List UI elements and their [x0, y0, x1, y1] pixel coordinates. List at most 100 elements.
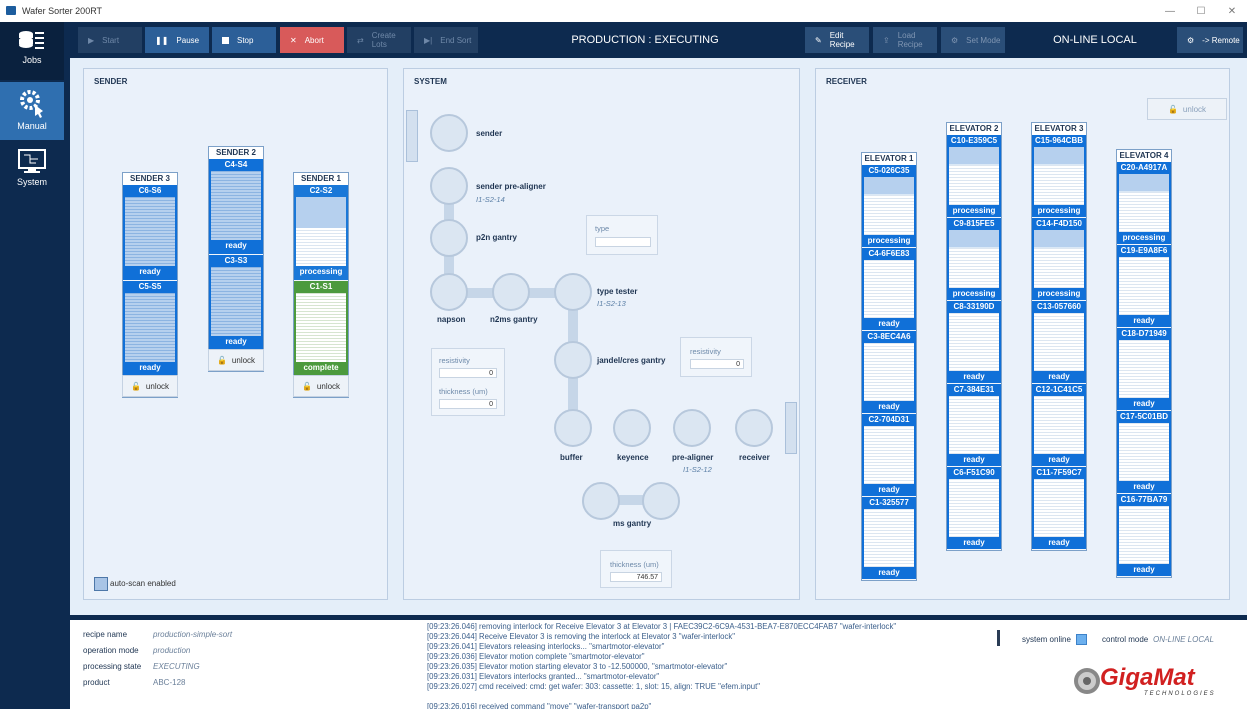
ms-thickness-box: thickness (um) 746.57 — [600, 550, 672, 588]
type-tester-label: type tester — [597, 287, 638, 296]
maximize-button[interactable]: ☐ — [1196, 5, 1206, 17]
load-recipe-button[interactable]: ⇪Load Recipe — [873, 27, 937, 53]
set-mode-button[interactable]: ⚙Set Mode — [941, 27, 1005, 53]
receiver-node[interactable] — [735, 409, 773, 447]
sender-3-name: SENDER 3 — [123, 173, 177, 185]
cassette-slot[interactable]: C6-S6 ready — [123, 185, 177, 280]
system-online-label: system online — [1022, 635, 1071, 644]
start-button[interactable]: ▶Start — [78, 27, 142, 53]
sender-1-unlock-button[interactable]: 🔓unlock — [293, 375, 349, 397]
jandel-measure-box: resistivity 0 — [680, 337, 752, 377]
abort-button[interactable]: ✕Abort — [280, 27, 344, 53]
stop-button[interactable]: Stop — [212, 27, 276, 53]
cassette-slot[interactable]: C5-S5 ready — [123, 281, 177, 376]
stop-icon — [222, 36, 229, 44]
create-lots-button[interactable]: ⇄Create Lots — [347, 27, 411, 53]
log-scrollbar[interactable] — [997, 630, 1000, 646]
nav-label-jobs: Jobs — [22, 55, 42, 65]
nav-item-manual[interactable]: Manual — [0, 82, 64, 140]
jandel-resistivity-input[interactable]: 0 — [690, 359, 744, 369]
pre-aligner-label: pre-aligner — [672, 453, 714, 462]
ms-thickness-input[interactable]: 746.57 — [610, 572, 662, 582]
sender-prealigner-label: sender pre-aligner — [476, 182, 546, 191]
ms-gantry-right-node[interactable] — [642, 482, 680, 520]
end-sort-button[interactable]: ▶|End Sort — [414, 27, 478, 53]
type-input[interactable] — [595, 237, 651, 247]
load-recipe-icon: ⇪ — [883, 35, 890, 45]
system-icon — [18, 149, 46, 173]
sender-2-cassette: SENDER 2 C4-S4 ready C3-S3 ready — [208, 146, 264, 372]
napson-thickness-input[interactable]: 0 — [439, 399, 497, 409]
lock-icon: 🔓 — [1167, 104, 1178, 114]
edit-recipe-button[interactable]: ✎Edit Recipe — [805, 27, 869, 53]
buffer-label: buffer — [560, 453, 583, 462]
remote-button[interactable]: ⚙-> Remote — [1177, 27, 1243, 53]
auto-scan-label: auto-scan enabled — [110, 579, 176, 588]
elevator-3-name: ELEVATOR 3 — [1032, 123, 1086, 135]
buffer-node[interactable] — [554, 409, 592, 447]
napson-node[interactable] — [430, 273, 468, 311]
pre-aligner-sub: I1-S2-12 — [683, 465, 712, 474]
nav-item-jobs[interactable]: Jobs — [0, 22, 64, 80]
pre-aligner-node[interactable] — [673, 409, 711, 447]
auto-scan-checkbox[interactable] — [94, 577, 108, 591]
sender-2-unlock-button[interactable]: 🔓unlock — [208, 349, 264, 371]
close-button[interactable]: ✕ — [1227, 5, 1237, 17]
cassette-slot[interactable]: C3-S3 ready — [209, 255, 263, 350]
cassette-slot[interactable]: C1-S1 complete — [294, 281, 348, 376]
elevator-1-name: ELEVATOR 1 — [862, 153, 916, 165]
log-line: [09:23:26.027] cmd received: cmd: get wa… — [427, 682, 761, 691]
app-icon — [6, 6, 16, 15]
minimize-button[interactable]: — — [1165, 5, 1175, 17]
ms-gantry-left-node[interactable] — [582, 482, 620, 520]
sender-3-unlock-button[interactable]: 🔓unlock — [122, 375, 178, 397]
lock-icon: 🔓 — [216, 355, 227, 365]
sender-1-name: SENDER 1 — [294, 173, 348, 185]
lock-icon: 🔓 — [130, 381, 141, 391]
nav-item-system[interactable]: System — [0, 142, 64, 200]
log-line: [09:23:26.044] Receive Elevator 3 is rem… — [427, 632, 736, 641]
cassette-slot[interactable]: C4-S4 ready — [209, 159, 263, 254]
napson-resistivity-input[interactable]: 0 — [439, 368, 497, 378]
p2n-gantry-node[interactable] — [430, 219, 468, 257]
type-tester-node[interactable] — [554, 273, 592, 311]
sender-node[interactable] — [430, 114, 468, 152]
cassette-slot[interactable]: C2-S2 processing — [294, 185, 348, 280]
pause-button[interactable]: ❚❚Pause — [145, 27, 209, 53]
receiver-unlock-button[interactable]: 🔓unlock — [1147, 98, 1227, 120]
napson-label: napson — [437, 315, 466, 324]
jobs-icon — [19, 31, 44, 49]
online-mode-status: ON-LINE LOCAL — [1053, 34, 1137, 46]
sender-prealigner-node[interactable] — [430, 167, 468, 205]
gigamat-logo-icon — [1074, 668, 1100, 694]
n2ms-gantry-node[interactable] — [492, 273, 530, 311]
jandel-cres-gantry-node[interactable] — [554, 341, 592, 379]
event-log[interactable]: [09:23:26.046] removing interlock for Re… — [427, 622, 997, 709]
log-line: [09:23:26.035] Elevator motion starting … — [427, 662, 728, 671]
keyence-node[interactable] — [613, 409, 651, 447]
